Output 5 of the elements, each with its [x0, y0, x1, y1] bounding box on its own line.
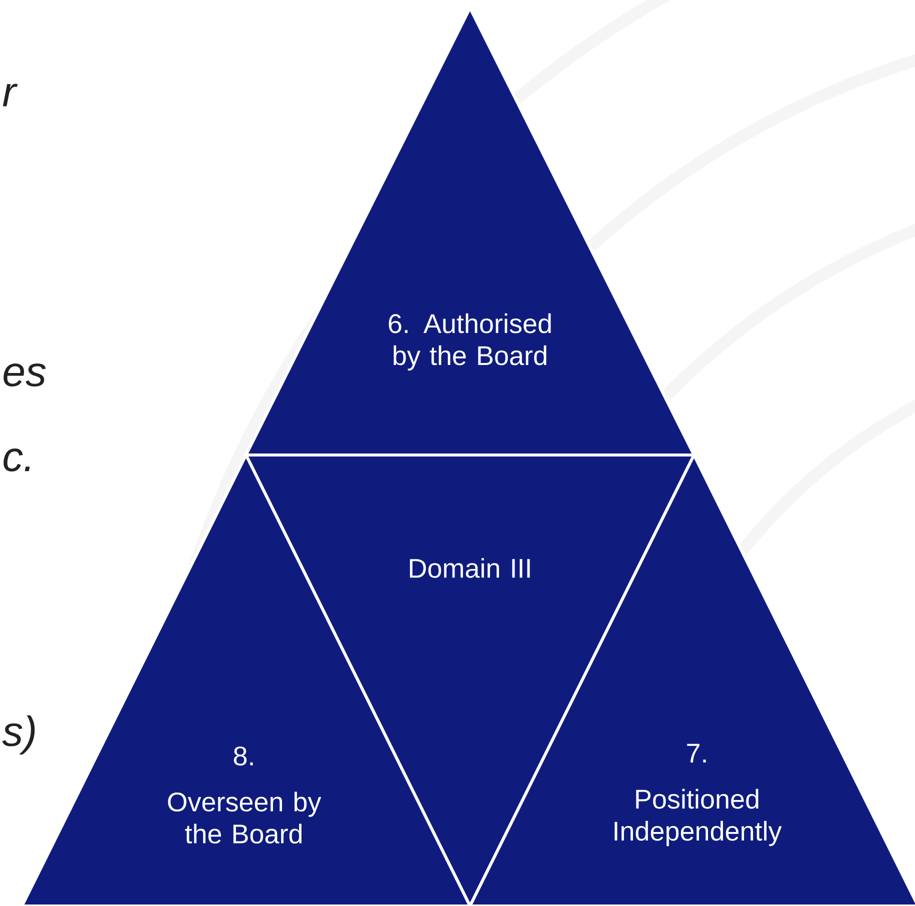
text-fragment: r	[2, 84, 18, 106]
node-label: Domain III	[410, 558, 530, 578]
text-fragment: s)	[2, 715, 35, 755]
text-fragment: c.	[4, 448, 30, 472]
text-fragment: es	[4, 364, 46, 386]
